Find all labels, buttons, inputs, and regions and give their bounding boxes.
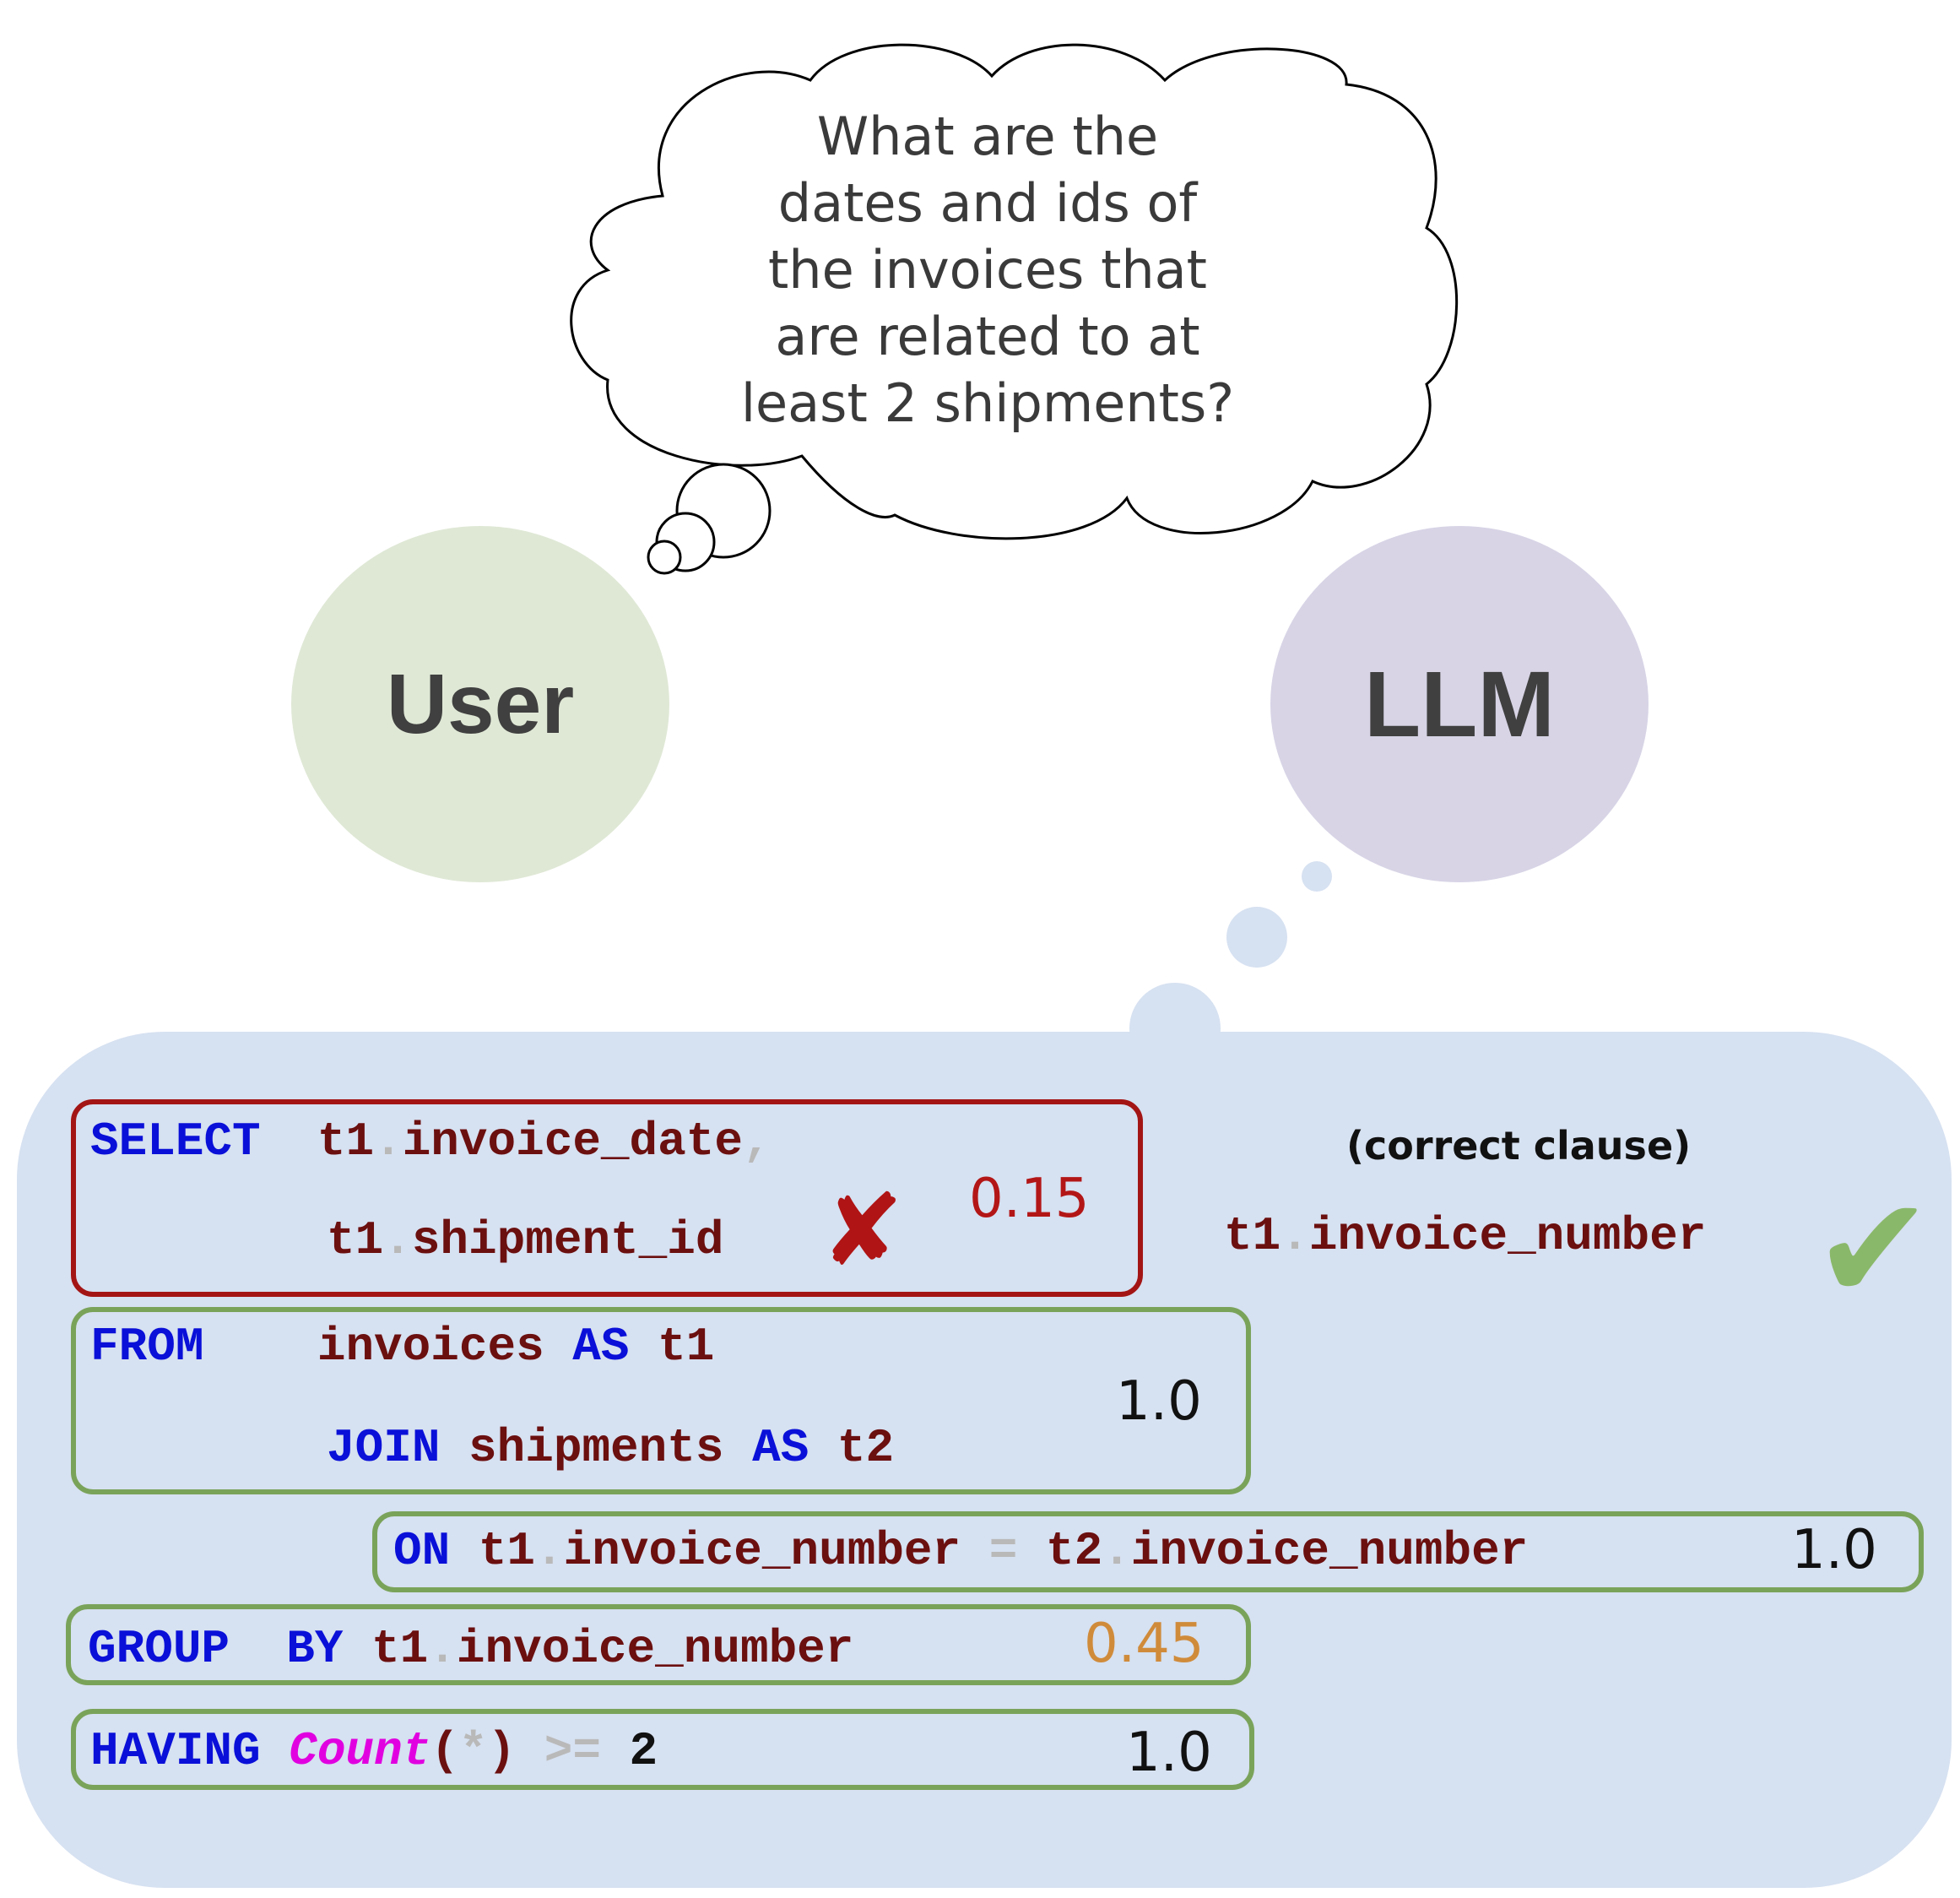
correct-clause: t1.invoice_number: [1224, 1209, 1707, 1263]
thought-cloud: [570, 43, 1459, 575]
having-value: 2: [629, 1724, 658, 1778]
question-line: the invoices that: [768, 239, 1207, 301]
from-score: 1.0: [1116, 1370, 1202, 1433]
column-name: invoice_date: [402, 1114, 743, 1169]
having-score: 1.0: [1126, 1722, 1212, 1784]
count-function: Count: [289, 1724, 431, 1778]
question-line: least 2 shipments?: [740, 372, 1235, 434]
on-line: ON t1.invoice_number = t2.invoice_number: [393, 1524, 1529, 1578]
question-line: What are the: [816, 106, 1159, 167]
select-keyword: SELECT: [90, 1114, 261, 1169]
table-name: invoices: [317, 1320, 544, 1374]
select-clause-box: [71, 1099, 1143, 1297]
table-alias: t1: [317, 1114, 375, 1169]
on-clause-box: [372, 1511, 1924, 1592]
select-score: 0.15: [969, 1168, 1090, 1230]
having-keyword: HAVING: [90, 1724, 261, 1778]
table-alias: t1: [478, 1524, 536, 1578]
gte-operator: >=: [544, 1724, 601, 1778]
table-alias: t1: [327, 1213, 384, 1267]
as-keyword: AS: [572, 1320, 630, 1374]
having-line: HAVING Count(*) >= 2: [90, 1724, 658, 1778]
group-by-clause-box: [66, 1604, 1251, 1685]
group-by-score: 0.45: [1084, 1613, 1205, 1675]
equals-operator: =: [988, 1524, 1018, 1578]
cross-icon: ✘: [820, 1172, 904, 1288]
table-alias: t2: [837, 1421, 895, 1475]
column-name: invoice_number: [456, 1622, 854, 1676]
table-alias: t1: [371, 1622, 429, 1676]
llm-thought-panel: [17, 861, 1952, 1888]
user-label: User: [386, 656, 575, 751]
star: *: [458, 1724, 488, 1778]
having-clause-box: [71, 1709, 1254, 1790]
by-keyword: BY: [286, 1622, 344, 1676]
table-alias: t1: [1224, 1209, 1281, 1263]
select-line-2: t1.shipment_id: [327, 1213, 724, 1267]
table-alias: t2: [1045, 1524, 1103, 1578]
user-avatar: User: [291, 526, 669, 882]
group-by-line: GROUP BY t1.invoice_number: [88, 1622, 854, 1676]
column-name: invoice_number: [1308, 1209, 1707, 1263]
from-clause-box: [71, 1307, 1251, 1494]
column-name: shipment_id: [411, 1213, 724, 1267]
on-keyword: ON: [393, 1524, 451, 1578]
table-alias: t1: [658, 1320, 715, 1374]
on-score: 1.0: [1791, 1519, 1877, 1581]
question-line: dates and ids of: [777, 172, 1198, 234]
from-line-1: FROM invoices AS t1: [90, 1320, 714, 1374]
llm-label: LLM: [1363, 652, 1555, 756]
table-name: shipments: [468, 1421, 724, 1475]
comma: ,: [742, 1114, 772, 1169]
question-line: are related to at: [775, 306, 1200, 367]
group-keyword: GROUP: [88, 1622, 230, 1676]
from-line-2: JOIN shipments AS t2: [327, 1421, 894, 1475]
column-name: invoice_number: [1130, 1524, 1529, 1578]
column-name: invoice_number: [563, 1524, 961, 1578]
as-keyword: AS: [752, 1421, 809, 1475]
correct-clause-label: (correct clause): [1346, 1123, 1692, 1169]
question-text: What are the dates and ids of the invoic…: [692, 103, 1283, 437]
check-icon: ✔: [1813, 1166, 1934, 1333]
from-keyword: FROM: [90, 1320, 204, 1374]
select-line-1: SELECT t1.invoice_date,: [90, 1114, 772, 1169]
join-keyword: JOIN: [327, 1421, 441, 1475]
llm-avatar: LLM: [1270, 526, 1649, 882]
